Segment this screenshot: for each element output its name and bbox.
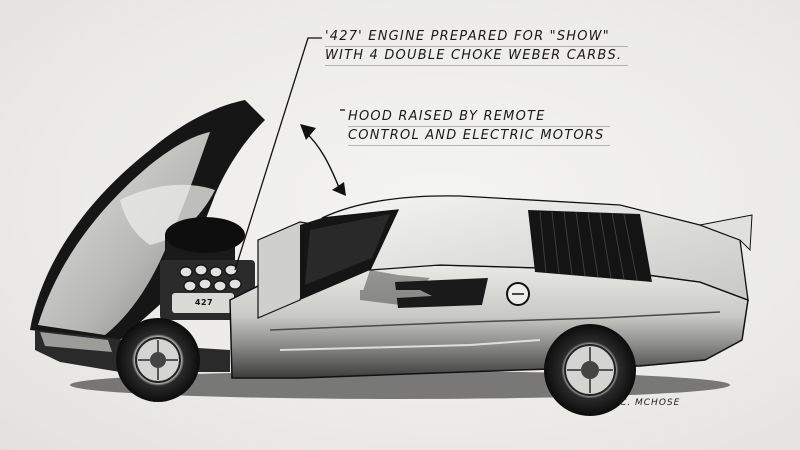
engine-annotation-line-1: '427' ENGINE PREPARED FOR "SHOW"	[325, 28, 629, 47]
hood-annotation-line-2: CONTROL AND ELECTRIC MOTORS	[348, 127, 611, 146]
engine-annotation: '427' ENGINE PREPARED FOR "SHOW" WITH 4 …	[325, 28, 629, 66]
hood-annotation-line-1: HOOD RAISED BY REMOTE	[348, 108, 611, 127]
raised-hood	[30, 100, 265, 340]
hood-motion-arrow	[300, 124, 346, 196]
engine-badge: 427	[194, 298, 214, 307]
hood-annotation: HOOD RAISED BY REMOTE CONTROL AND ELECTR…	[348, 108, 611, 146]
front-wheel	[116, 318, 200, 402]
rear-wheel	[544, 324, 636, 416]
artist-signature: C. MCHOSE	[620, 398, 681, 408]
engine-annotation-line-2: WITH 4 DOUBLE CHOKE WEBER CARBS.	[325, 47, 629, 66]
car-body	[229, 195, 753, 379]
rear-louvers	[528, 210, 652, 282]
leader-lines	[234, 37, 345, 271]
